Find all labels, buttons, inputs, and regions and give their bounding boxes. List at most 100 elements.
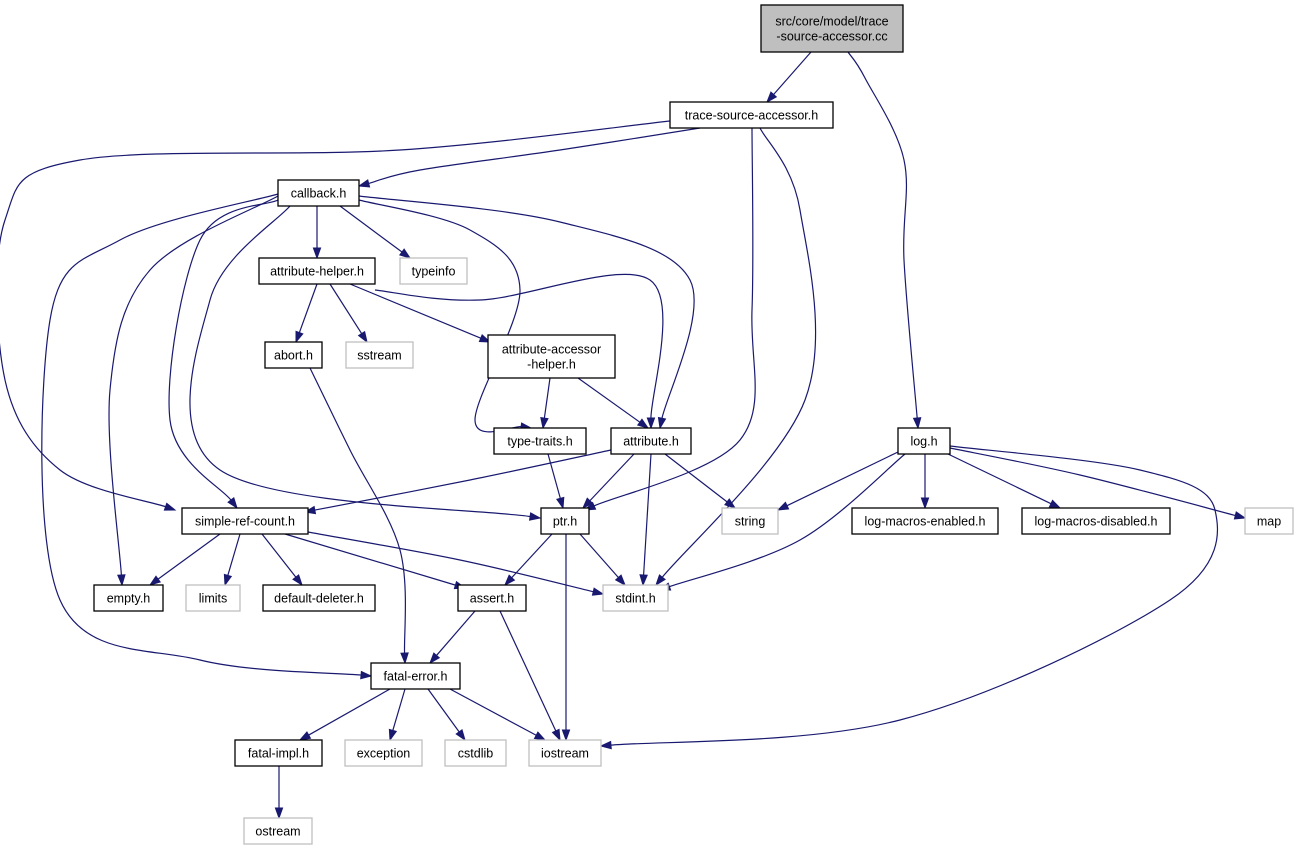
node-label: fatal-error.h — [384, 670, 448, 684]
node-cstdlib[interactable]: cstdlib — [444, 739, 507, 767]
node-fatalimpl[interactable]: fatal-impl.h — [234, 739, 323, 767]
edge-arrowhead — [1048, 499, 1062, 509]
node-label: trace-source-accessor.h — [685, 109, 818, 123]
node-label: iostream — [541, 747, 589, 761]
edge-line — [577, 377, 641, 423]
edge-log-to-lmd — [947, 453, 1062, 509]
edge-line — [358, 195, 695, 419]
edge-arrowhead — [1233, 511, 1247, 520]
edge-line — [773, 51, 812, 95]
node-log[interactable]: log.h — [897, 427, 951, 455]
node-fatalerror[interactable]: fatal-error.h — [370, 662, 461, 690]
edge-line — [449, 688, 537, 736]
edge-root-to-log — [847, 51, 922, 430]
edge-line — [436, 610, 476, 656]
edge-line — [543, 377, 551, 419]
node-empty[interactable]: empty.h — [93, 584, 164, 612]
node-label: callback.h — [291, 187, 347, 201]
edge-callback-to-src — [168, 199, 279, 510]
edge-line — [349, 283, 481, 339]
edge-fatalerror-to-cstdlib — [427, 688, 466, 742]
node-label: map — [1257, 515, 1281, 529]
node-string[interactable]: string — [721, 507, 779, 535]
edge-arrowhead — [639, 574, 648, 587]
edge-arrowhead — [776, 501, 790, 511]
node-label: attribute-accessor — [502, 343, 601, 357]
node-typetraits[interactable]: type-traits.h — [493, 427, 587, 455]
edge-attribute-to-src — [303, 449, 612, 515]
edge-arrowhead — [478, 333, 492, 343]
edge-callback-to-typeinfo — [339, 205, 412, 259]
edge-line — [947, 453, 1052, 505]
edge-line — [314, 449, 612, 511]
node-label: abort.h — [274, 349, 313, 363]
edge-assert-to-fatalerror — [429, 610, 476, 665]
edge-arrowhead — [292, 574, 303, 587]
edge-arrowhead — [223, 573, 233, 587]
edge-aah-to-typetraits — [540, 377, 551, 430]
node-aah[interactable]: attribute-accessor-helper.h — [487, 334, 616, 379]
node-box — [528, 739, 602, 767]
node-label: empty.h — [107, 592, 151, 606]
edge-line — [157, 533, 221, 580]
node-ptr[interactable]: ptr.h — [540, 507, 590, 535]
edge-ptr-to-iostream — [561, 534, 571, 742]
node-label: default-deleter.h — [274, 592, 364, 606]
edge-arrowhead — [724, 498, 737, 509]
edge-arrowhead — [766, 91, 778, 104]
node-typeinfo[interactable]: typeinfo — [399, 257, 468, 285]
node-box — [181, 507, 309, 535]
edge-line — [168, 199, 279, 501]
edge-arrowhead — [561, 729, 571, 742]
edge-arrowhead — [429, 652, 441, 665]
edge-line — [0, 120, 671, 508]
node-root[interactable]: src/core/model/trace-source-accessor.cc — [760, 4, 904, 53]
node-limits[interactable]: limits — [185, 584, 241, 612]
node-exception[interactable]: exception — [344, 739, 423, 767]
edge-log-to-lme — [920, 454, 930, 510]
node-box — [93, 584, 164, 612]
edge-arrowhead — [357, 179, 371, 188]
edge-arrowhead — [274, 807, 284, 820]
node-assert[interactable]: assert.h — [457, 584, 527, 612]
edge-arrowhead — [551, 728, 561, 742]
edge-attribute-to-string — [664, 453, 737, 509]
edge-callback-to-ptr — [189, 205, 542, 521]
node-ostream[interactable]: ostream — [243, 817, 313, 845]
edge-line — [593, 127, 756, 507]
node-src[interactable]: simple-ref-count.h — [181, 507, 309, 535]
edge-arrowhead — [455, 728, 466, 742]
node-box — [851, 507, 999, 535]
edge-arrowhead — [581, 497, 594, 510]
node-label: -helper.h — [527, 358, 576, 372]
edge-ptr-to-stdint — [579, 533, 626, 587]
edge-arrowhead — [360, 670, 373, 680]
edge-line — [227, 533, 241, 576]
node-box — [487, 334, 616, 379]
node-callback[interactable]: callback.h — [277, 179, 360, 207]
edge-fatalerror-to-fatalimpl — [298, 688, 391, 741]
node-lme[interactable]: log-macros-enabled.h — [851, 507, 999, 535]
node-box — [185, 584, 241, 612]
edge-aah-to-attribute — [577, 377, 650, 429]
node-label: ostream — [255, 825, 300, 839]
node-tsa[interactable]: trace-source-accessor.h — [669, 101, 834, 129]
node-box — [493, 427, 587, 455]
node-attribute[interactable]: attribute.h — [610, 427, 692, 455]
node-box — [258, 257, 376, 285]
edge-fatalerror-to-iostream — [449, 688, 547, 741]
node-box — [669, 101, 834, 129]
node-attrhelper[interactable]: attribute-helper.h — [258, 257, 376, 285]
node-map[interactable]: map — [1244, 507, 1294, 535]
edge-line — [392, 688, 406, 731]
edge-line — [579, 533, 619, 578]
edge-arrowhead — [614, 574, 626, 587]
node-lmd[interactable]: log-macros-disabled.h — [1021, 507, 1171, 535]
node-sstream[interactable]: sstream — [345, 341, 414, 369]
node-defdel[interactable]: default-deleter.h — [262, 584, 376, 612]
node-iostream[interactable]: iostream — [528, 739, 602, 767]
edge-line — [261, 533, 297, 578]
node-abort[interactable]: abort.h — [264, 341, 323, 369]
node-stdint[interactable]: stdint.h — [602, 584, 669, 612]
